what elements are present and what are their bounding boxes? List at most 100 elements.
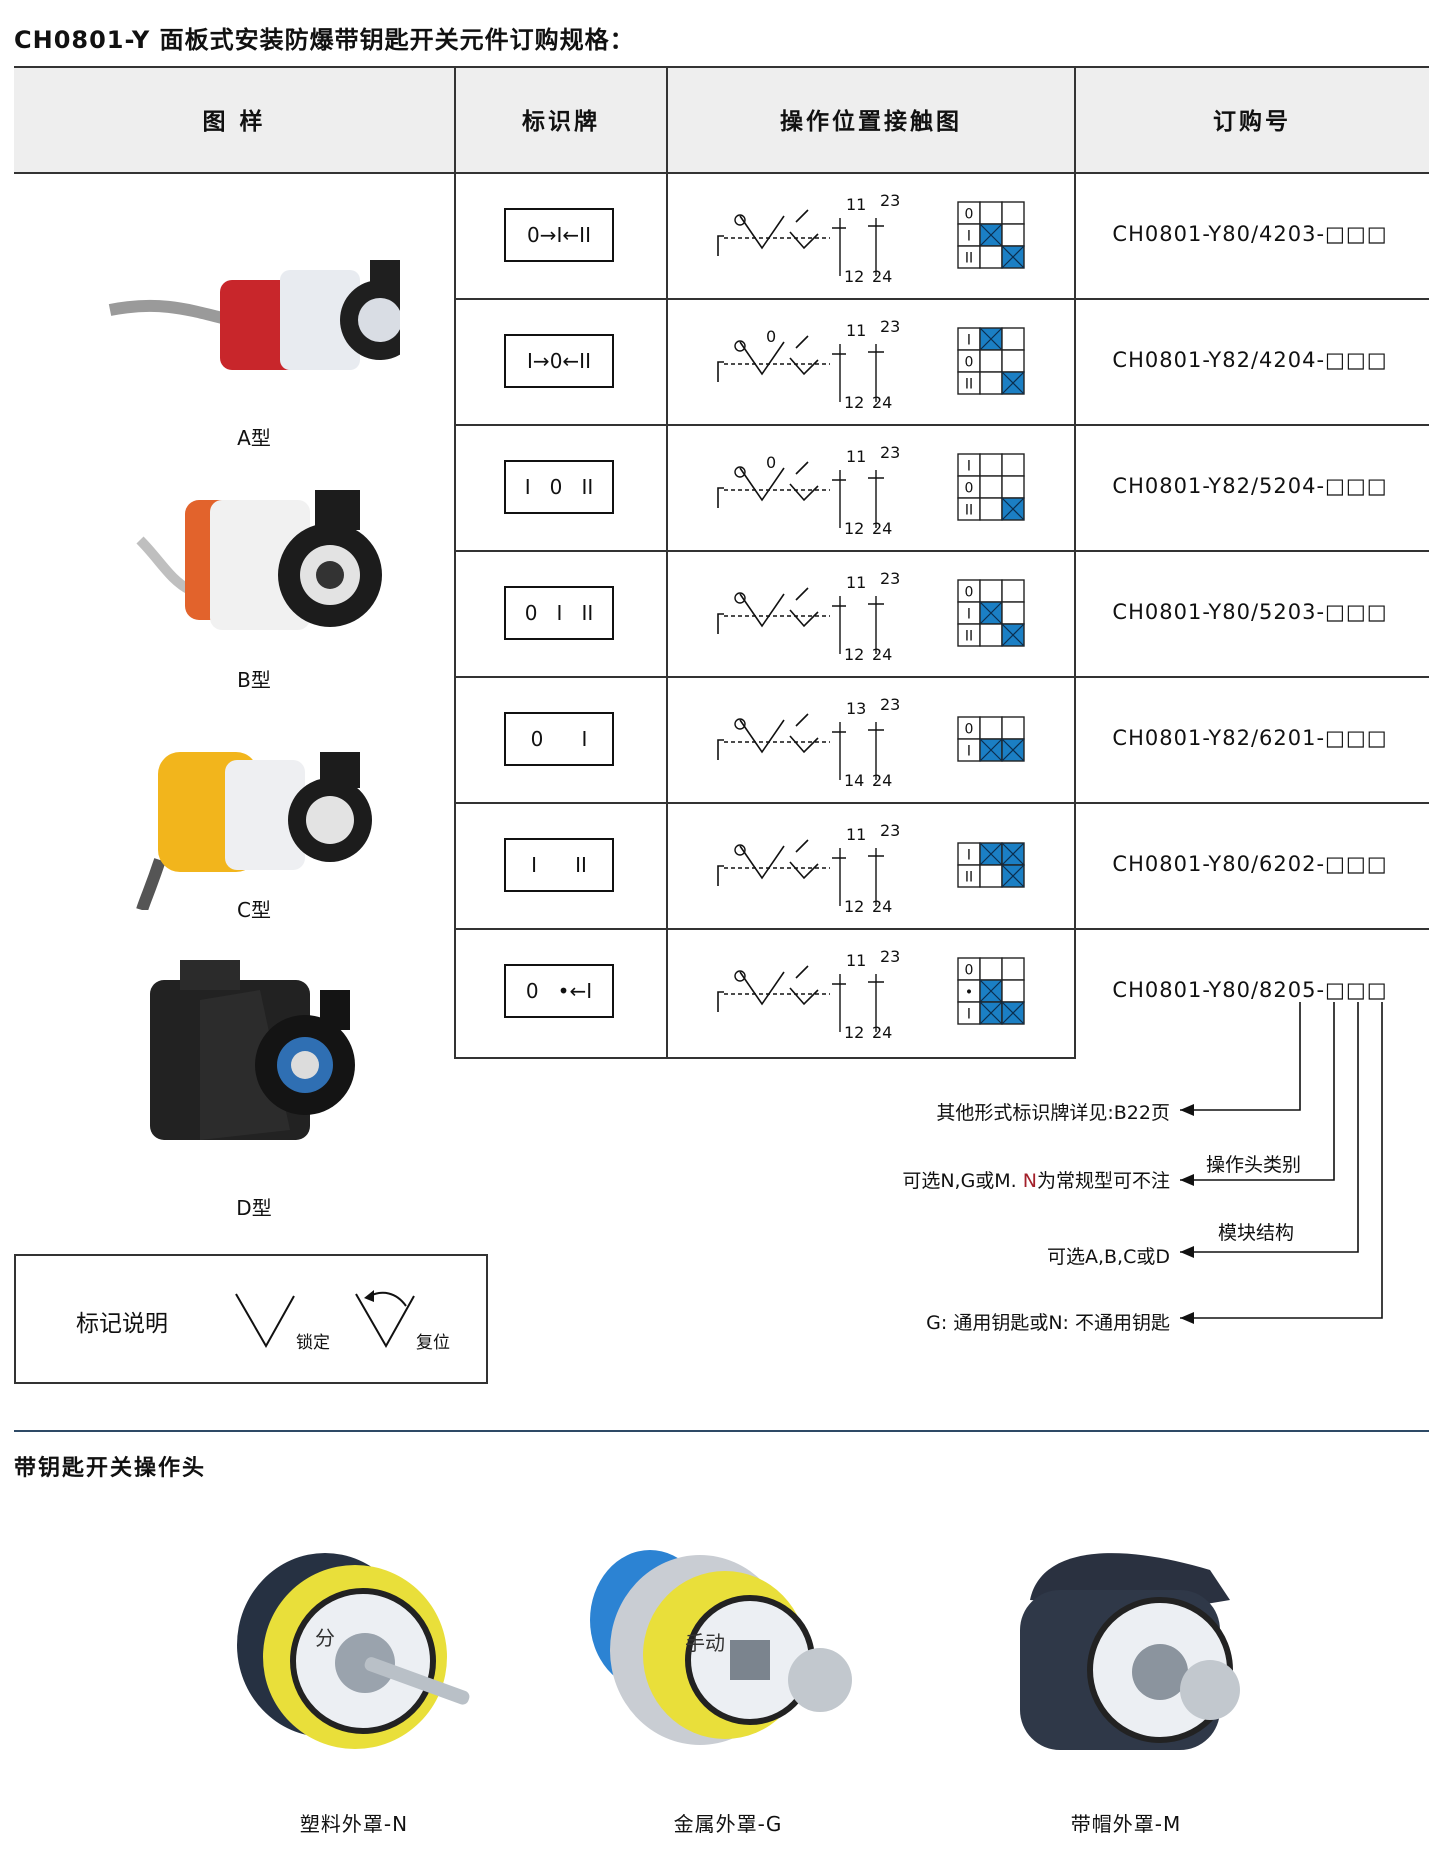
note-operator-options-suffix: 为常规型可不注 [1036, 1170, 1170, 1192]
contact-number: 12 [844, 645, 864, 664]
contact-number: 12 [844, 267, 864, 286]
grid-position-label: I [967, 743, 971, 759]
product-b-label: B型 [237, 668, 271, 692]
contact-number: 23 [880, 821, 900, 840]
note-operator-options: 可选N,G或M. N为常规型可不注 [780, 1166, 1170, 1193]
order-number: CH0801-Y80/4203-□□□ [1112, 222, 1388, 246]
contact-number: 24 [872, 897, 892, 916]
order-number: CH0801-Y82/4204-□□□ [1112, 348, 1388, 372]
contact-number: 11 [846, 195, 866, 214]
reset-symbol-icon [355, 1290, 415, 1349]
contact-number: 23 [880, 191, 900, 210]
col-divider-2 [666, 66, 668, 1059]
page-title: CH0801-Y 面板式安装防爆带钥匙开关元件订购规格： [14, 26, 635, 54]
key-operator-metal-image: 手动 [590, 1550, 852, 1745]
legend-lock-label: 锁定 [296, 1333, 330, 1353]
contact-number: 11 [846, 573, 866, 592]
plastic-ring-text: 分 [315, 1626, 335, 1650]
row-rule [454, 550, 1429, 552]
order-number: CH0801-Y80/6202-□□□ [1112, 852, 1388, 876]
contact-number: 11 [846, 447, 866, 466]
contact-number: 24 [872, 1023, 892, 1042]
grid-position-label: II [965, 628, 973, 644]
grid-position-label: 0 [965, 206, 974, 222]
note-module-options: 可选A,B,C或D [1046, 1246, 1170, 1268]
nameplate: 0→I←II [504, 208, 614, 262]
nameplate: 0 •←I [504, 964, 614, 1018]
grid-position-label: I [967, 847, 971, 863]
key-operator-capped-image [1020, 1553, 1240, 1750]
section2-title: 带钥匙开关操作头 [14, 1456, 207, 1481]
grid-position-label: II [965, 250, 973, 266]
contact-number: 12 [844, 393, 864, 412]
contact-number: 12 [844, 897, 864, 916]
section-divider [14, 1430, 1429, 1432]
note-operator-default-n: N [1022, 1170, 1037, 1192]
col-divider-3 [1074, 66, 1076, 1059]
product-d-label: D型 [236, 1196, 272, 1220]
row-rule [454, 928, 1429, 930]
nameplate: I 0 II [504, 460, 614, 514]
grid-position-label: I [967, 228, 971, 244]
product-a-image [108, 260, 400, 370]
nameplate: I→0←II [504, 334, 614, 388]
grid-position-label: II [965, 502, 973, 518]
note-plate-reference: 其他形式标识牌详见:B22页 [936, 1102, 1170, 1124]
switching-table: III [957, 842, 1025, 888]
legend-box: 标记说明 锁定 复位 [14, 1254, 488, 1384]
contact-number: 11 [846, 951, 866, 970]
row-rule [454, 298, 1429, 300]
grid-position-label: 0 [965, 962, 974, 978]
label-module-structure: 模块结构 [1218, 1222, 1295, 1244]
contact-number: 24 [872, 393, 892, 412]
product-b-image [136, 490, 382, 630]
contact-number: 24 [872, 267, 892, 286]
contact-number: 23 [880, 695, 900, 714]
note-key-options: G: 通用钥匙或N: 不通用钥匙 [926, 1312, 1170, 1334]
contact-number: 24 [872, 645, 892, 664]
header-figure: 图 样 [202, 109, 266, 135]
nameplate: 0 I [504, 712, 614, 766]
table-header-bg [14, 66, 1429, 172]
contact-number: 24 [872, 519, 892, 538]
grid-position-label: • [965, 984, 973, 1000]
switching-table: 0•I [957, 957, 1025, 1025]
contact-number: 23 [880, 947, 900, 966]
contact-number: 23 [880, 443, 900, 462]
caption-plastic: 塑料外罩-N [299, 1812, 409, 1836]
header-contact-diagram: 操作位置接触图 [780, 109, 962, 135]
caption-capped: 带帽外罩-M [1070, 1812, 1182, 1836]
key-operator-plastic-image: 分 [237, 1553, 470, 1749]
grid-position-label: 0 [965, 721, 974, 737]
grid-position-label: 0 [965, 584, 974, 600]
table-top-rule [14, 66, 1429, 68]
table-header-rule [14, 172, 1429, 174]
contact-diagram: 11 23 12 24 [717, 191, 900, 286]
row-rule [454, 424, 1429, 426]
lock-symbol-icon [235, 1293, 295, 1349]
table-bottom-rule [454, 1057, 1076, 1059]
legend-reset-label: 复位 [416, 1333, 450, 1353]
row-rule [454, 676, 1429, 678]
order-code-leaders [1180, 1002, 1383, 1324]
order-number: CH0801-Y82/6201-□□□ [1112, 726, 1388, 750]
switching-table: 0I [957, 716, 1025, 762]
position-label: 0 [766, 327, 776, 346]
legend-title: 标记说明 [76, 1311, 168, 1337]
product-a-label: A型 [237, 426, 271, 450]
product-d-image [150, 960, 355, 1140]
grid-position-label: I [967, 332, 971, 348]
nameplate: 0 I II [504, 586, 614, 640]
label-operator-type: 操作头类别 [1206, 1154, 1302, 1176]
grid-position-label: 0 [965, 480, 974, 496]
caption-metal: 金属外罩-G [673, 1812, 783, 1836]
nameplate: I II [504, 838, 614, 892]
product-c-label: C型 [237, 898, 271, 922]
